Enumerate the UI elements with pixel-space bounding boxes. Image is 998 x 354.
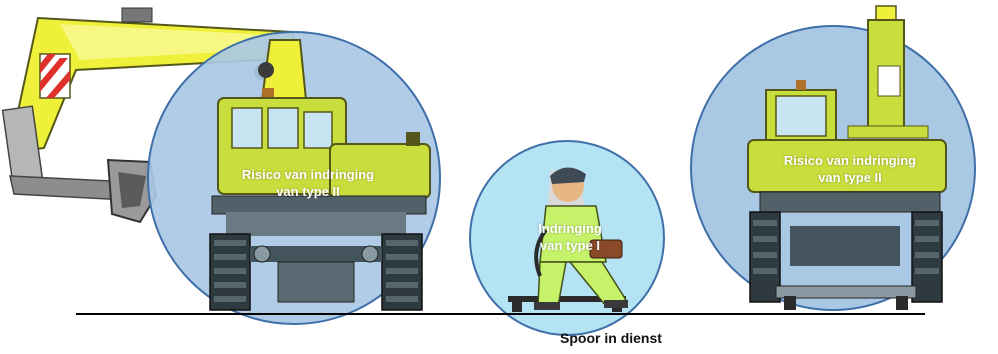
right-zone-label: Risico van indringing van type II: [770, 152, 930, 186]
right-zone-label-line2: van type II: [770, 169, 930, 186]
left-zone-label-line2: van type II: [228, 183, 388, 200]
track-caption: Spoor in dienst: [536, 330, 686, 346]
left-zone-label-line1: Risico van indringing: [228, 166, 388, 183]
right-zone-label-line1: Risico van indringing: [770, 152, 930, 169]
center-zone-label-line1: Indringing: [520, 220, 620, 237]
center-zone-label-line2: van type I: [520, 237, 620, 254]
left-zone-label: Risico van indringing van type II: [228, 166, 388, 200]
center-zone-label: Indringing van type I: [520, 220, 620, 254]
